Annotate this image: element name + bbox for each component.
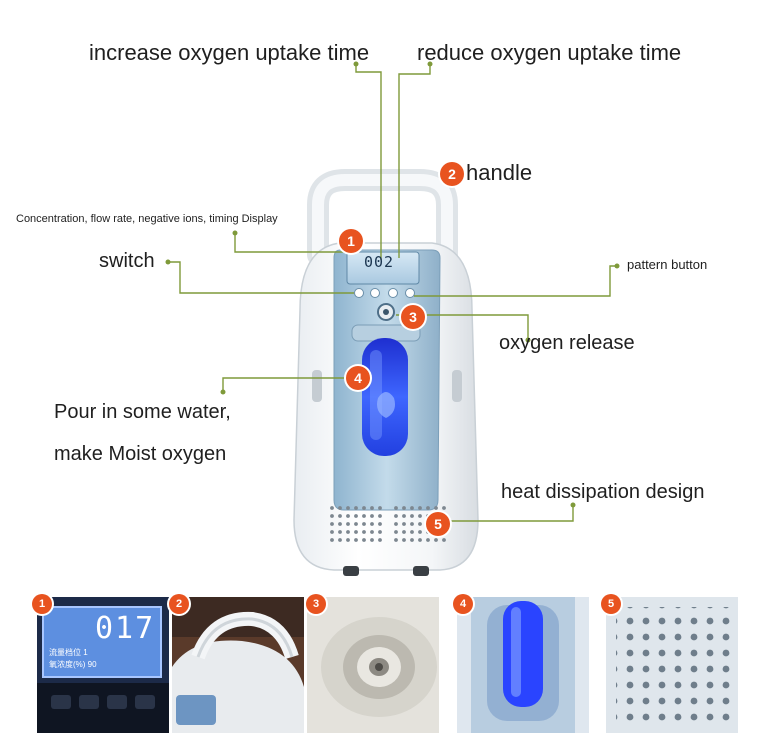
- badge-1: 1: [339, 229, 363, 253]
- label-handle: handle: [466, 160, 533, 185]
- label-switch: switch: [99, 250, 155, 272]
- label-reduce-time: reduce oxygen uptake time: [417, 40, 682, 65]
- label-pattern-button: pattern button: [627, 257, 708, 272]
- thumb-display: 017 流量档位 1 氧浓度(%) 90: [37, 597, 169, 733]
- thumb-badge-3: 3: [306, 594, 326, 614]
- label-pour-water-line1: Pour in some water,: [54, 401, 231, 423]
- thumb-display-row2: 氧浓度(%) 90: [49, 660, 97, 669]
- badge-4: 4: [346, 366, 370, 390]
- badge-3: 3: [401, 305, 425, 329]
- thumb-handle: [172, 597, 304, 733]
- badge-2: 2: [440, 162, 464, 186]
- thumb-badge-1: 1: [32, 594, 52, 614]
- thumb-water-tank: [457, 597, 589, 733]
- thumb-display-number: 017: [95, 611, 156, 646]
- device-display-readout: 002: [364, 253, 395, 271]
- label-heat-dissipation: heat dissipation design: [501, 481, 705, 503]
- badge-5: 5: [426, 512, 450, 536]
- thumb-badge-2: 2: [169, 594, 189, 614]
- label-pour-water-line2: make Moist oxygen: [54, 443, 227, 465]
- label-oxygen-release: oxygen release: [499, 332, 635, 354]
- thumb-vent-holes: [606, 597, 738, 733]
- thumb-display-row1: 流量档位 1: [49, 648, 88, 657]
- label-display: Concentration, flow rate, negative ions,…: [16, 213, 278, 225]
- thumb-badge-5: 5: [601, 594, 621, 614]
- thumb-outlet: [307, 597, 439, 733]
- thumb-badge-4: 4: [453, 594, 473, 614]
- label-increase-time: increase oxygen uptake time: [89, 40, 370, 65]
